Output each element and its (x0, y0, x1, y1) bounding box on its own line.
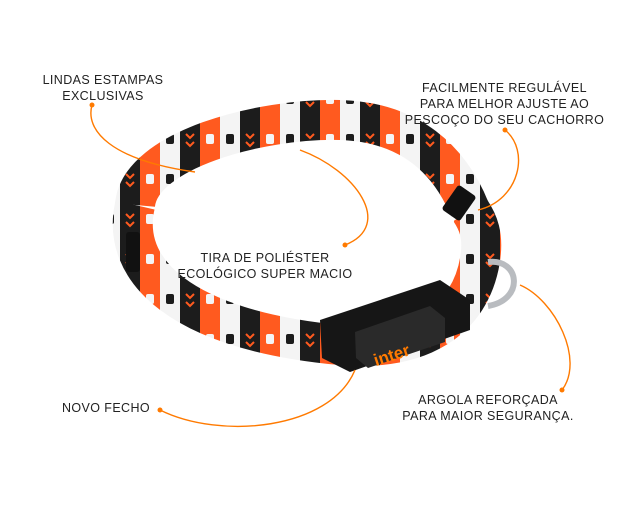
callout-dots (89, 102, 565, 413)
label-regulavel-line3: PESCOÇO DO SEU CACHORRO (404, 113, 605, 127)
collar-strap-back (115, 99, 489, 218)
callout-fecho (159, 369, 356, 428)
label-argola-line2: PARA MAIOR SEGURANÇA. (402, 409, 574, 423)
callout-regulavel (477, 129, 520, 211)
dot-argola (559, 387, 565, 393)
callout-argola (519, 284, 571, 391)
side-slider (126, 232, 140, 272)
label-poliester-line2: ECOLÓGICO SUPER MACIO (177, 267, 353, 281)
label-regulavel-line1: FACILMENTE REGULÁVEL (422, 81, 587, 95)
dot-estampas (89, 102, 95, 108)
dot-regulavel (502, 127, 508, 133)
callout-lines (90, 104, 571, 428)
label-estampas-line2: EXCLUSIVAS (62, 89, 144, 103)
buckle: inter (320, 280, 470, 372)
label-estampas-line1: LINDAS ESTAMPAS (42, 73, 164, 87)
callout-estampas (90, 104, 196, 173)
label-fecho: NOVO FECHO (62, 400, 150, 416)
label-regulavel: FACILMENTE REGULÁVEL PARA MELHOR AJUSTE … (402, 80, 607, 128)
label-argola: ARGOLA REFORÇADA PARA MAIOR SEGURANÇA. (388, 392, 588, 424)
label-estampas: LINDAS ESTAMPAS EXCLUSIVAS (38, 72, 168, 104)
label-poliester-line1: TIRA DE POLIÉSTER (200, 251, 330, 265)
label-poliester: TIRA DE POLIÉSTER ECOLÓGICO SUPER MACIO (160, 250, 370, 282)
adjuster-slider (442, 185, 476, 221)
label-regulavel-line2: PARA MELHOR AJUSTE AO (419, 97, 590, 111)
callout-poliester (299, 149, 369, 246)
dot-fecho (157, 407, 163, 413)
label-argola-line1: ARGOLA REFORÇADA (418, 393, 558, 407)
label-fecho-line1: NOVO FECHO (62, 401, 151, 415)
dot-poliester (342, 242, 348, 248)
d-ring (487, 258, 517, 309)
